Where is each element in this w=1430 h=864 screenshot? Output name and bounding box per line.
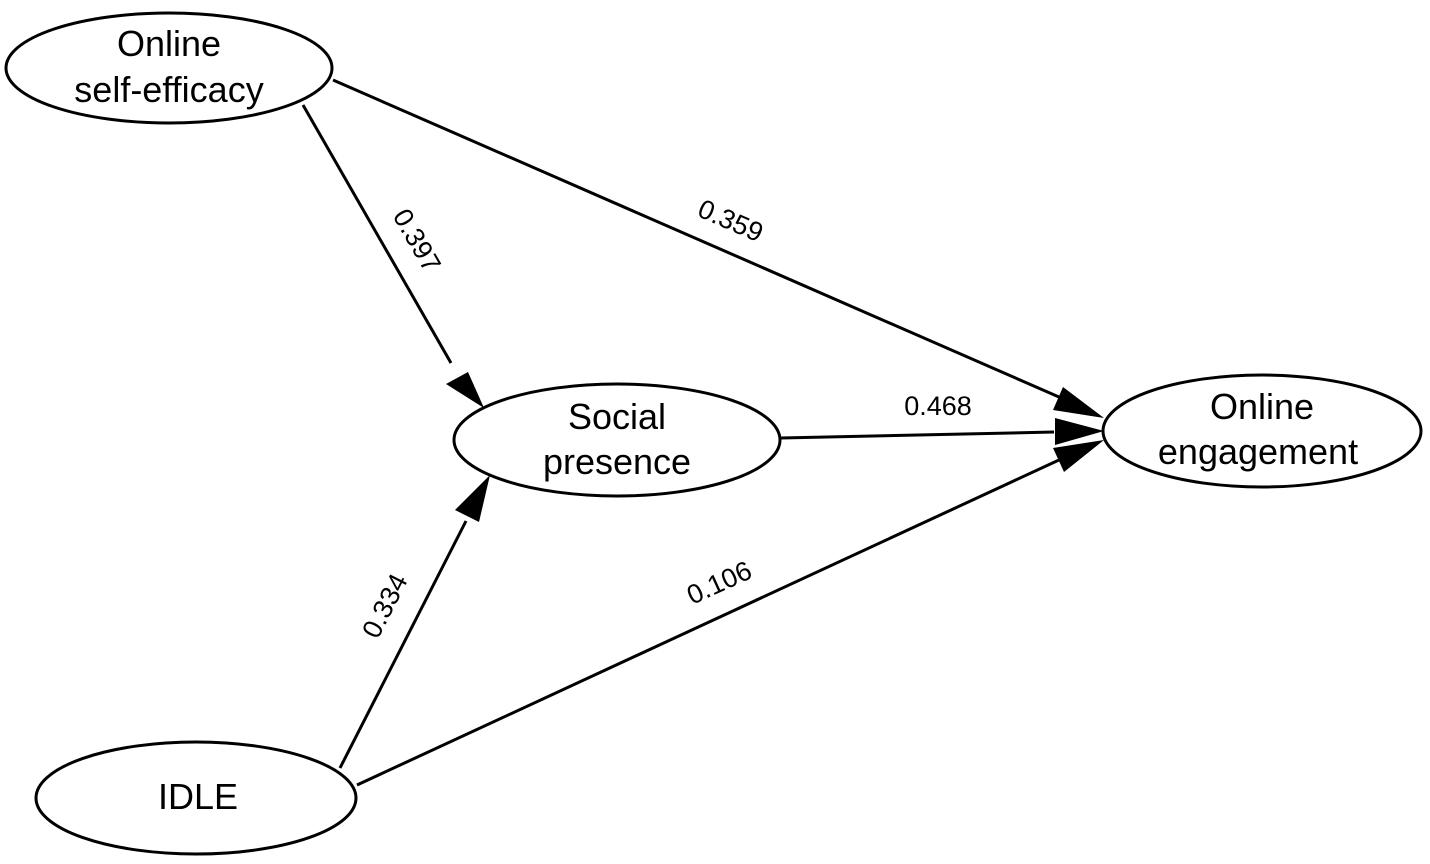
node-label: IDLE [158,776,238,817]
node-idle: IDLE [34,740,358,856]
coefficient-label-0468: 0.468 [904,391,972,421]
edge-idle-to-social-presence: 0.334 [338,475,490,769]
node-online-self-efficacy: Online self-efficacy [4,11,334,125]
node-label-line-1: Online [117,23,221,64]
edge-self-efficacy-to-social-presence: 0.397 [301,104,484,408]
edge-idle-to-engagement: 0.106 [356,440,1104,787]
node-ellipse [4,11,334,125]
arrow-head [455,475,490,522]
edge-line [338,520,468,769]
node-label-line-2: self-efficacy [74,69,263,110]
node-label-line-1: Social [568,396,666,437]
node-ellipse [34,740,358,856]
edge-line [356,458,1060,787]
node-ellipse [452,382,782,498]
edge-line [332,78,1060,399]
coefficient-label-0334: 0.334 [356,569,413,643]
arrow-head [1055,418,1104,445]
coefficient-label-0106: 0.106 [682,555,756,610]
node-label-line-2: engagement [1158,431,1358,472]
arrow-head [446,372,484,408]
node-label-line-2: presence [543,441,691,482]
coefficient-label-0359: 0.359 [694,193,768,248]
edge-line [780,430,1055,440]
arrow-head [1053,440,1104,472]
edge-social-presence-to-engagement: 0.468 [780,391,1104,445]
arrow-head [1053,387,1104,418]
node-social-presence: Social presence [452,382,782,498]
edge-line [301,104,453,364]
node-online-engagement: Online engagement [1101,373,1423,489]
node-ellipse [1101,373,1423,489]
edge-self-efficacy-to-engagement: 0.359 [332,78,1104,418]
node-label-line-1: Online [1210,386,1314,427]
